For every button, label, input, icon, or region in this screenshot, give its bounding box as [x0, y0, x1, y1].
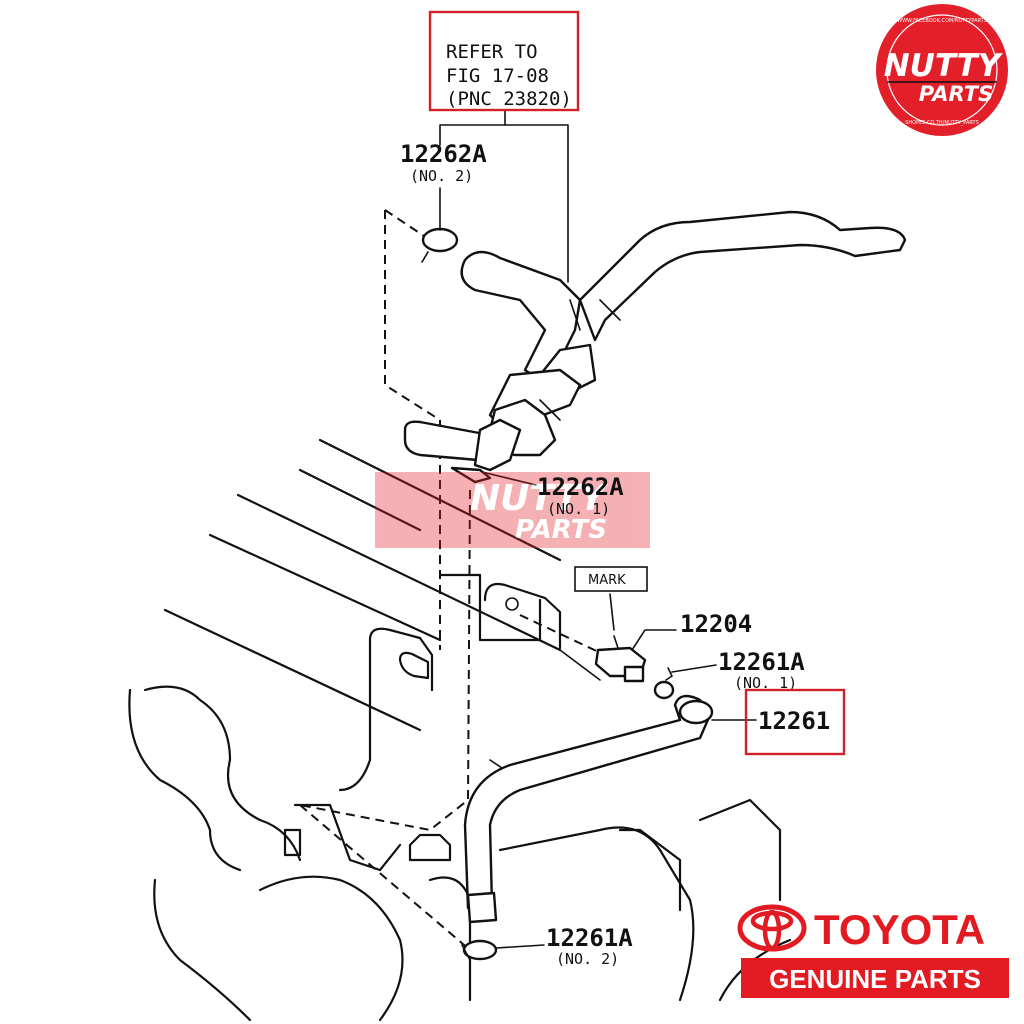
part-sub: (NO. 2)	[410, 167, 473, 185]
callout-leaders	[439, 110, 757, 949]
part-code: 12204	[680, 610, 752, 638]
callout-12262a-no2: 12262A (NO. 2)	[400, 140, 487, 185]
nutty-parts-logo: NUTTY PARTS WWW.FACEBOOK.COM/NUTTYPARTS …	[876, 4, 1008, 136]
logo-ring-bottom: SHOPEE.CO.TH/NUTTY_PARTS	[905, 120, 979, 126]
callout-12262a-no1: 12262A (NO. 1)	[537, 473, 624, 518]
gasket-12261a-no1	[653, 667, 675, 700]
hose-12261	[463, 694, 714, 924]
clamp-12262a-no1	[450, 466, 492, 484]
clamp-12261a-no2	[461, 939, 498, 961]
toyota-genuine-parts: TOYOTA GENUINE PARTS	[737, 904, 1009, 998]
toyota-wordmark: TOYOTA	[814, 906, 985, 953]
reference-line1: REFER TO	[446, 41, 538, 63]
reference-line2: FIG 17-08	[446, 65, 549, 87]
part-code: 12262A	[537, 473, 624, 501]
part-code: 12262A	[400, 140, 487, 168]
mark-text: MARK	[588, 573, 626, 588]
logo-ring-top: WWW.FACEBOOK.COM/NUTTYPARTS	[897, 18, 987, 24]
valve-12204	[594, 635, 647, 683]
logo-line2: PARTS	[919, 82, 993, 106]
watermark-line2: PARTS	[515, 515, 607, 545]
callout-12261a-no2: 12261A (NO. 2)	[546, 924, 633, 968]
upper-hose-assembly	[403, 210, 907, 472]
engine-block-drawing	[128, 438, 792, 1022]
part-code: 12261A	[546, 924, 633, 952]
part-code: 12261A	[718, 648, 805, 676]
part-sub: (NO. 1)	[547, 500, 610, 518]
reference-line3: (PNC 23820)	[446, 88, 572, 110]
part-code: 12261	[758, 707, 830, 735]
clamp-12262a-no2	[421, 227, 459, 263]
mark-label: MARK	[574, 566, 648, 592]
dashed-leaders	[299, 209, 606, 951]
callout-12261a-no1: 12261A (NO. 1)	[718, 648, 805, 692]
logo-line1: NUTTY	[884, 48, 1004, 84]
watermark-nutty-parts: NUTTY PARTS	[375, 472, 650, 548]
callout-12204: 12204	[680, 610, 752, 638]
watermark-line1: NUTTY	[470, 478, 609, 519]
callout-12261: 12261	[744, 688, 846, 756]
part-sub: (NO. 1)	[734, 674, 797, 692]
genuine-parts-banner: GENUINE PARTS	[769, 964, 981, 994]
toyota-emblem-icon	[737, 904, 807, 952]
reference-box: REFER TO FIG 17-08 (PNC 23820)	[428, 10, 580, 112]
part-sub: (NO. 2)	[556, 950, 619, 968]
